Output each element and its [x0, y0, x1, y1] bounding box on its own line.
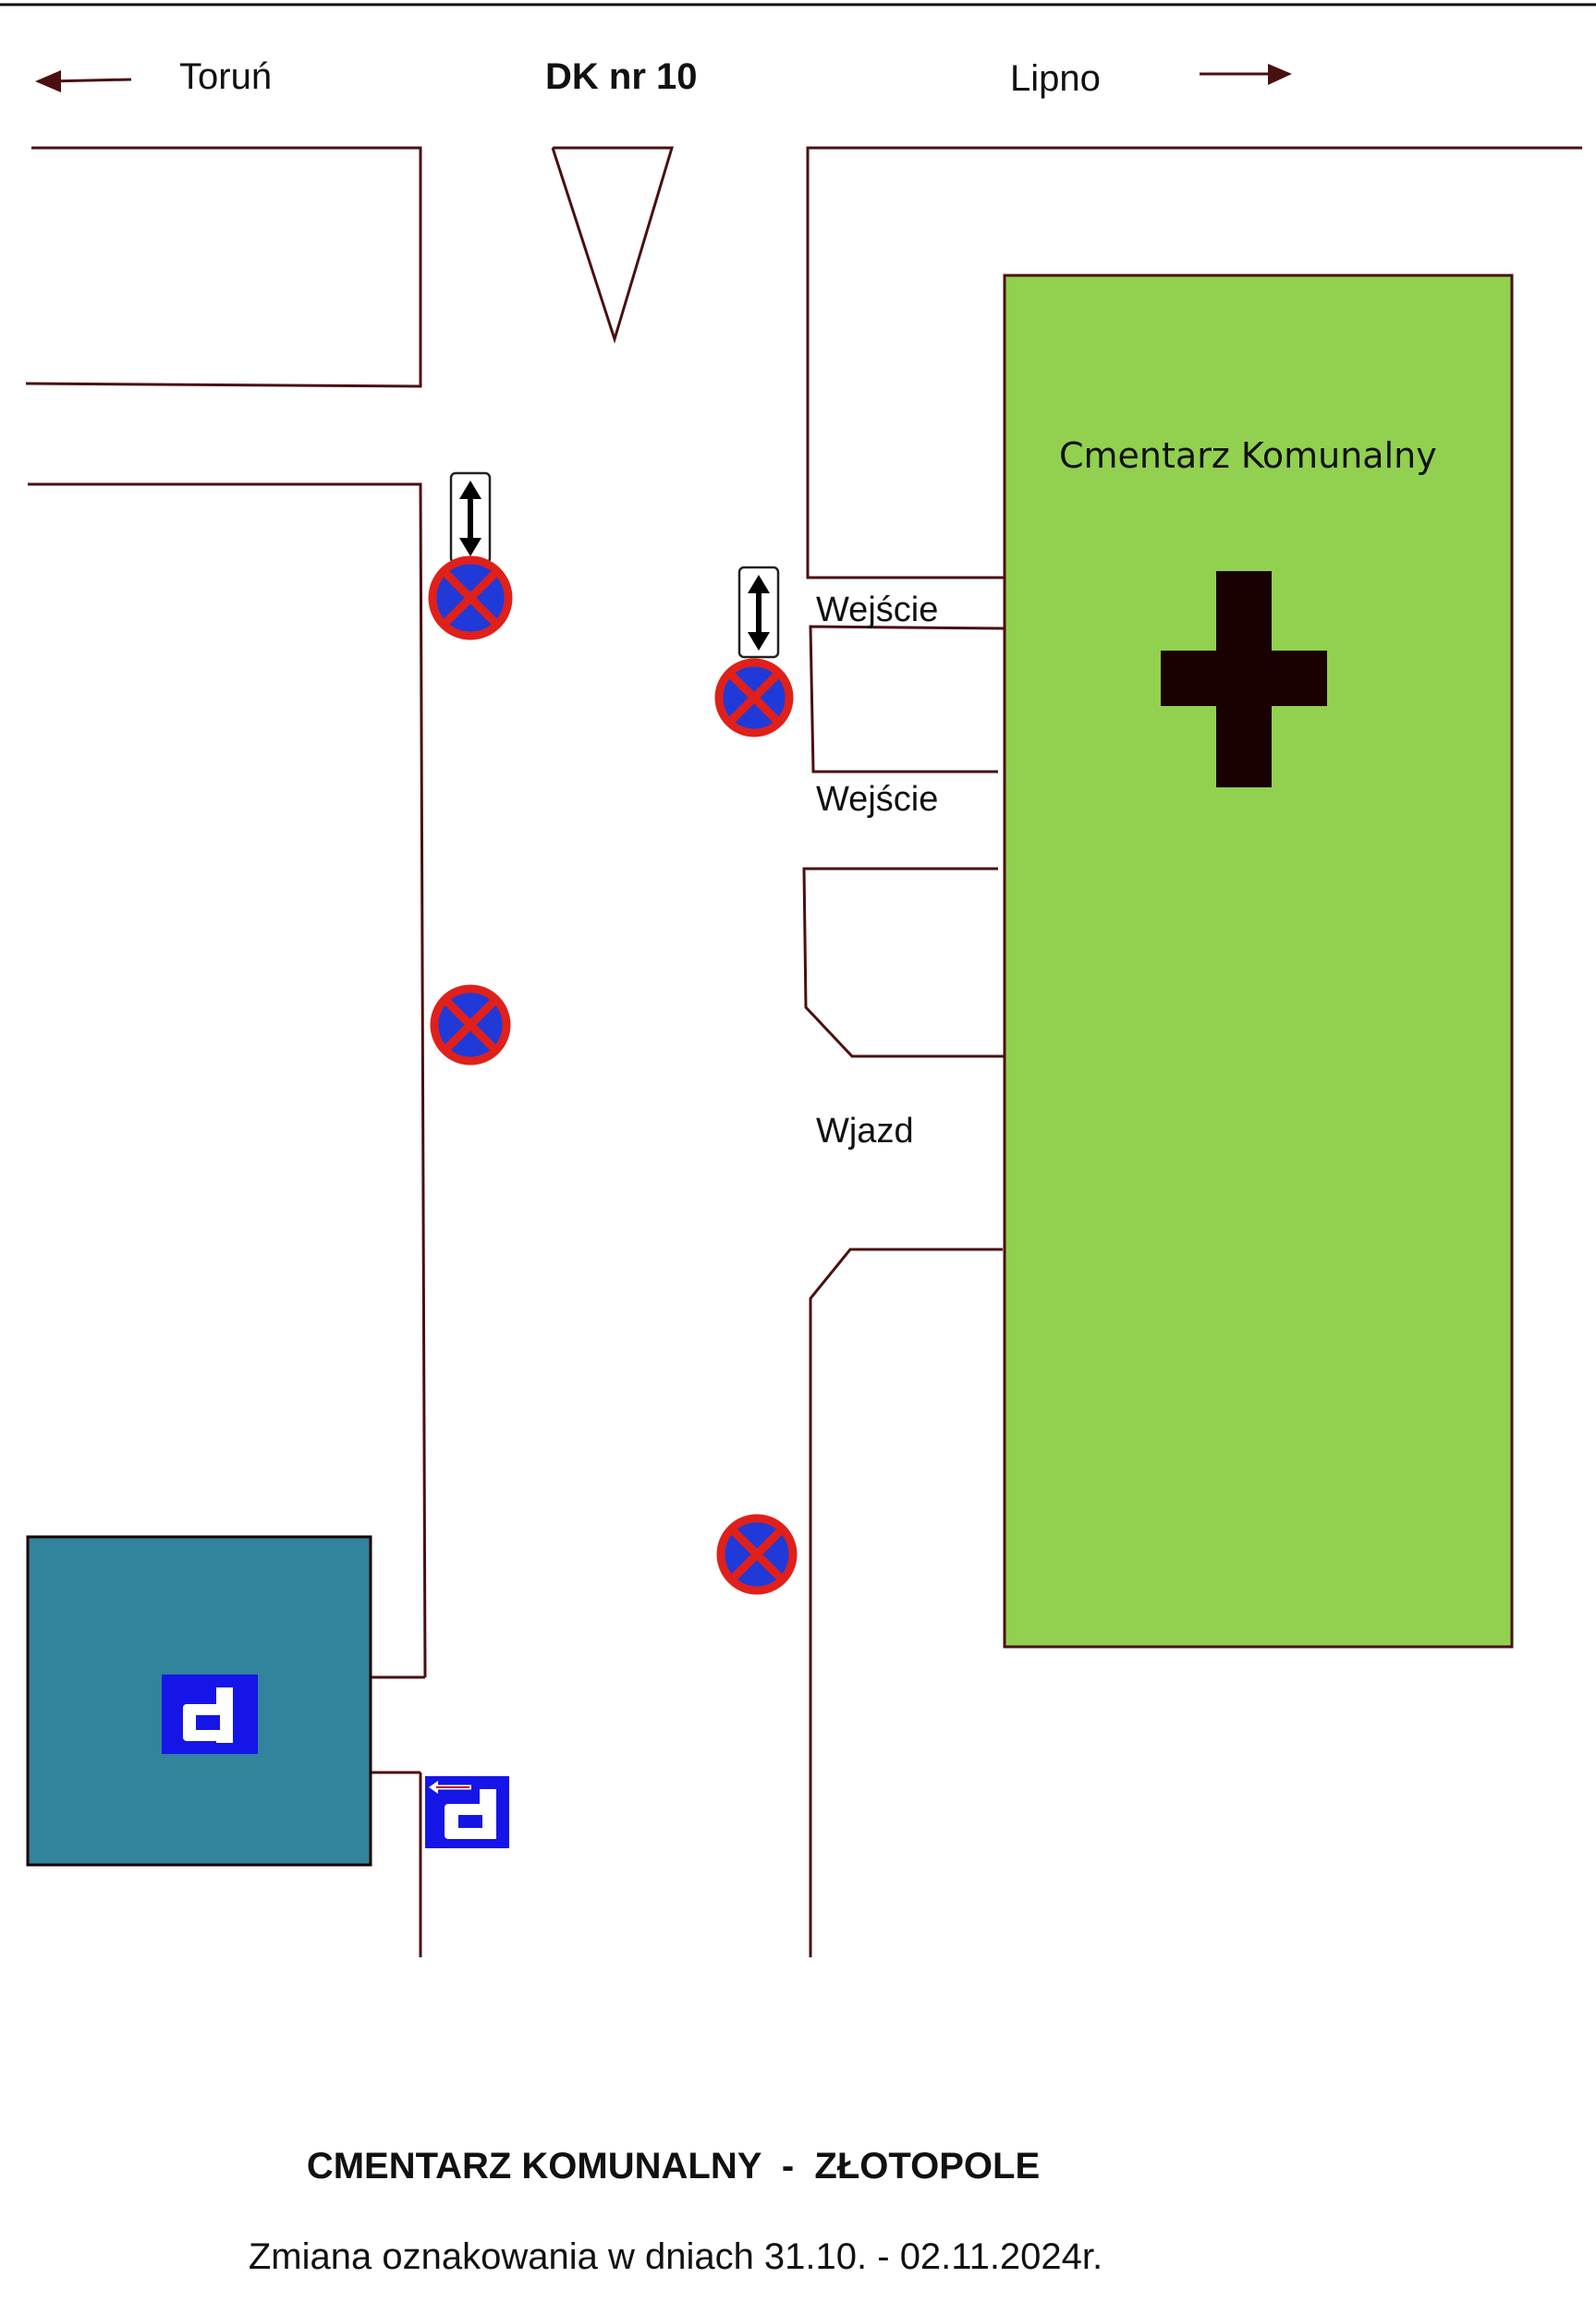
cemetery-area — [1003, 274, 1514, 1649]
no-stopping-sign — [716, 1514, 798, 1595]
cross-icon — [1161, 571, 1327, 787]
no-stopping-sign — [428, 555, 513, 640]
road-edges-right — [802, 146, 1582, 1957]
label-lipno: Lipno — [1010, 58, 1101, 99]
driveway-label: Wjazd — [816, 1112, 914, 1151]
double-arrow-plate — [737, 566, 780, 659]
parking-direction-sign — [425, 1776, 509, 1848]
footer-subtitle: Zmiana oznakowania w dniach 31.10. - 02.… — [248, 2236, 1103, 2277]
parking-sign — [162, 1675, 258, 1754]
road-name: DK nr 10 — [545, 56, 698, 97]
entrance-label-1: Wejście — [816, 591, 938, 629]
cemetery-label: Cmentarz Komunalny — [1059, 435, 1437, 476]
arrow-right-icon — [1200, 64, 1292, 85]
entrance-label-2: Wejście — [816, 780, 938, 819]
arrow-left-icon — [35, 70, 132, 92]
no-stopping-sign — [714, 658, 794, 737]
road-edges-left — [25, 146, 427, 1957]
footer-title: CMENTARZ KOMUNALNY - ZŁOTOPOLE — [306, 2146, 1041, 2186]
double-arrow-plate — [449, 471, 492, 565]
no-stopping-sign — [430, 984, 511, 1066]
yield-triangle-marking — [551, 146, 675, 345]
label-torun: Toruń — [179, 56, 272, 97]
